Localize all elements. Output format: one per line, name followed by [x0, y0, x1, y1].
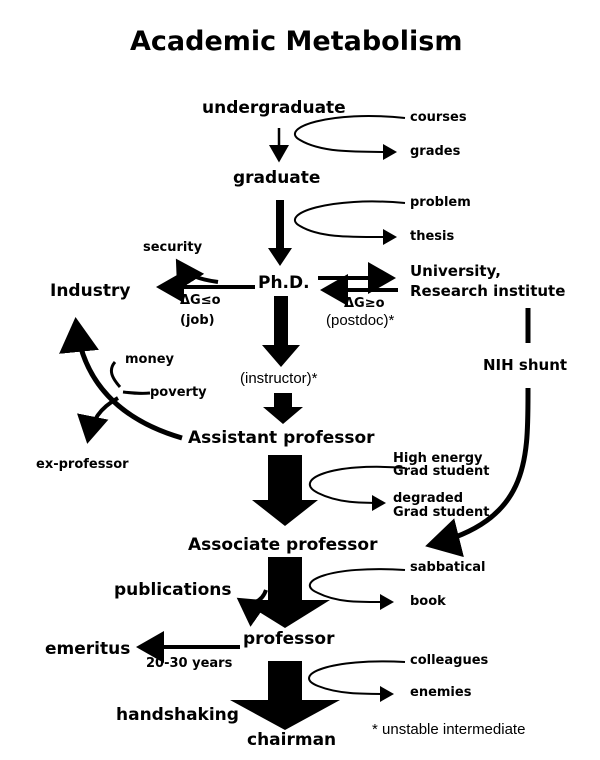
nih-shunt-line-bottom	[425, 387, 531, 558]
stage-associate-professor: Associate professor	[188, 535, 378, 555]
label-nih-shunt: NIH shunt	[483, 356, 568, 374]
label-colleagues: colleagues	[410, 653, 489, 668]
footnote-unstable-intermediate: * unstable intermediate	[372, 721, 526, 738]
loop-high-degraded	[308, 465, 406, 511]
arrow-phd-to-instructor	[262, 296, 300, 367]
branch-money	[109, 361, 122, 388]
label-problem: problem	[410, 195, 471, 210]
arrow-grad-to-phd	[268, 200, 292, 266]
stage-graduate: graduate	[233, 168, 321, 188]
label-money: money	[125, 352, 175, 367]
label-degraded: degraded	[393, 491, 464, 506]
label-dg-postdoc: ΔG≥o	[344, 296, 385, 311]
label-security: security	[143, 240, 203, 255]
label-book: book	[410, 594, 446, 609]
label-courses: courses	[410, 110, 467, 125]
label-job: (job)	[180, 313, 215, 328]
label-industry: Industry	[50, 281, 131, 301]
label-research-institute: Research institute	[410, 282, 566, 300]
arrow-instructor-to-assistant	[263, 393, 303, 424]
diagram-title: Academic Metabolism	[130, 26, 463, 57]
label-20-30-years: 20-30 years	[146, 656, 233, 671]
stage-instructor: (instructor)*	[240, 370, 318, 387]
label-degraded-grad: Grad student	[393, 505, 490, 520]
label-emeritus: emeritus	[45, 639, 131, 659]
loop-courses-grades	[293, 115, 406, 160]
arrow-publications	[236, 589, 269, 627]
stage-undergraduate: undergraduate	[202, 98, 346, 118]
branch-poverty	[122, 390, 151, 395]
stage-professor: professor	[243, 629, 335, 649]
stage-assistant-professor: Assistant professor	[188, 428, 375, 448]
label-ex-professor: ex-professor	[36, 457, 129, 472]
loop-sabbatical-book	[308, 568, 406, 611]
label-publications: publications	[114, 580, 232, 600]
arrow-to-ex-professor	[77, 396, 119, 444]
label-handshaking: handshaking	[116, 705, 239, 725]
label-high-energy: High energy	[393, 451, 483, 466]
label-postdoc: (postdoc)*	[326, 312, 395, 329]
label-sabbatical: sabbatical	[410, 560, 486, 575]
label-enemies: enemies	[410, 685, 472, 700]
loop-problem-thesis	[293, 200, 406, 246]
arrow-assistant-to-industry	[59, 317, 183, 441]
arrow-assistant-to-associate	[252, 455, 318, 526]
label-grades: grades	[410, 144, 461, 159]
label-dg-job: ΔG≤o	[180, 293, 221, 308]
stage-chairman: chairman	[247, 730, 337, 750]
label-thesis: thesis	[410, 229, 455, 244]
arrow-professor-to-chairman	[230, 661, 340, 730]
label-high-energy-grad: Grad student	[393, 464, 490, 479]
stage-phd: Ph.D.	[258, 273, 310, 293]
label-poverty: poverty	[150, 385, 207, 400]
label-university: University,	[410, 262, 501, 280]
arrow-security	[175, 258, 219, 291]
loop-colleagues-enemies	[308, 660, 406, 702]
